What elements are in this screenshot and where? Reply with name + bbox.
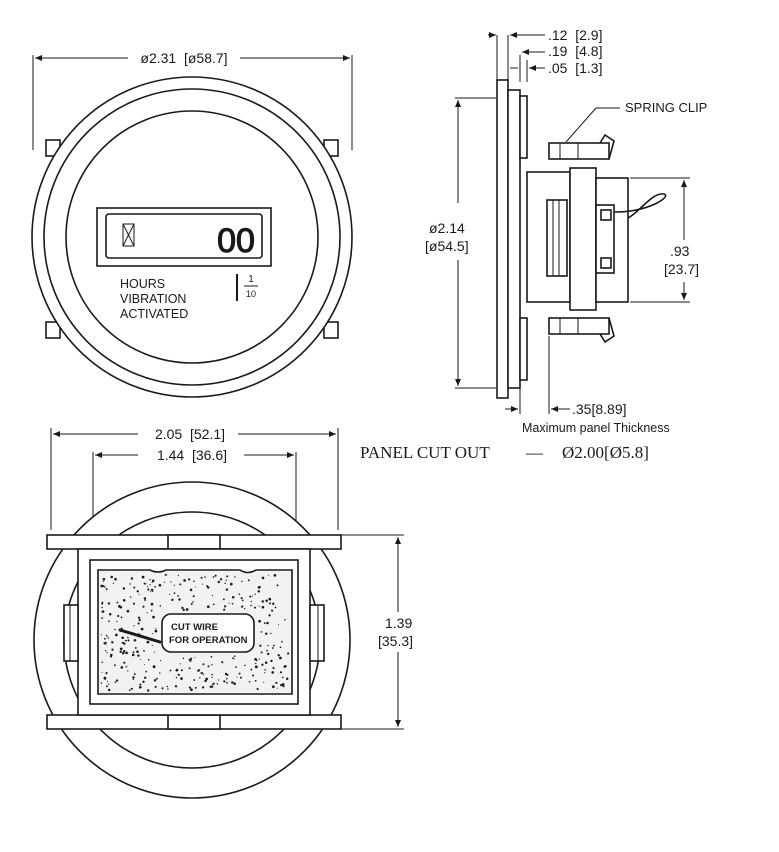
back-width-inner: 1.44 [36.6]	[157, 447, 227, 463]
panel-cutout-dashes: ––	[525, 443, 544, 462]
label-activated: ACTIVATED	[120, 307, 188, 321]
lcd-digits: 00	[217, 222, 255, 260]
panel-thickness-label: Maximum panel Thickness	[522, 421, 670, 435]
bezel-outer	[31, 76, 353, 398]
dim-a: .12 [2.9]	[548, 27, 602, 43]
housing-rib	[546, 199, 568, 277]
wire-loop	[613, 193, 667, 219]
side-height-mm: [23.7]	[664, 261, 699, 277]
connector	[595, 204, 615, 274]
back-height-in: 1.39	[385, 615, 412, 631]
face-bottom	[519, 317, 528, 381]
side-height-in: .93	[670, 243, 690, 259]
label-hours: HOURS	[120, 277, 165, 291]
side-view: .12 [2.9] .19 [4.8] .05 [1.3]	[425, 27, 707, 435]
hourglass-icon	[122, 223, 135, 247]
dim-c: .05 [1.3]	[548, 60, 602, 76]
potting-speckle	[100, 573, 290, 692]
side-diameter-in: ø2.14	[429, 220, 465, 236]
rear-block	[569, 167, 597, 311]
panel-thickness-value: .35[8.89]	[572, 401, 627, 417]
back-width-outer: 2.05 [52.1]	[155, 426, 225, 442]
back-view: 2.05 [52.1] 1.44 [36.6] CUT WIRE FOR OPE…	[33, 426, 413, 799]
bezel-ring	[43, 88, 341, 386]
back-lug-left	[63, 604, 79, 662]
bezel-flange	[496, 79, 509, 399]
panel-cutout-label: PANEL CUT OUT	[360, 443, 490, 462]
lcd-window	[96, 207, 272, 267]
note-line-1: CUT WIRE	[171, 622, 218, 633]
spring-clip-top	[548, 142, 610, 160]
front-diameter-label: ø2.31 [ø58.7]	[140, 50, 227, 66]
wire-stub	[118, 628, 162, 644]
fraction-denominator: 10	[246, 289, 256, 299]
front-view: ø2.31 [ø58.7] 00 HOURS VIBRATION ACTIVAT…	[31, 50, 353, 398]
lcd-glass	[105, 213, 263, 259]
label-vibration: VIBRATION	[120, 292, 186, 306]
dial-face	[65, 110, 319, 364]
back-height-mm: [35.3]	[378, 633, 413, 649]
back-lug-right	[309, 604, 325, 662]
note-line-2: FOR OPERATION	[169, 635, 248, 646]
mount-tab-bl	[45, 321, 61, 339]
bezel-lip	[507, 89, 521, 389]
spring-clip-bottom	[548, 317, 610, 335]
fraction-numerator: 1	[248, 274, 254, 285]
mount-tab-br	[323, 321, 339, 339]
cut-wire-note	[161, 613, 255, 653]
panel-cutout-note: PANEL CUT OUT –– Ø2.00[Ø5.8]	[360, 443, 649, 462]
panel-cutout-value: Ø2.00[Ø5.8]	[562, 443, 649, 462]
spring-clip-label: SPRING CLIP	[625, 100, 707, 115]
side-diameter-mm: [ø54.5]	[425, 238, 469, 254]
dim-b: .19 [4.8]	[548, 43, 602, 59]
face-top	[519, 95, 528, 159]
